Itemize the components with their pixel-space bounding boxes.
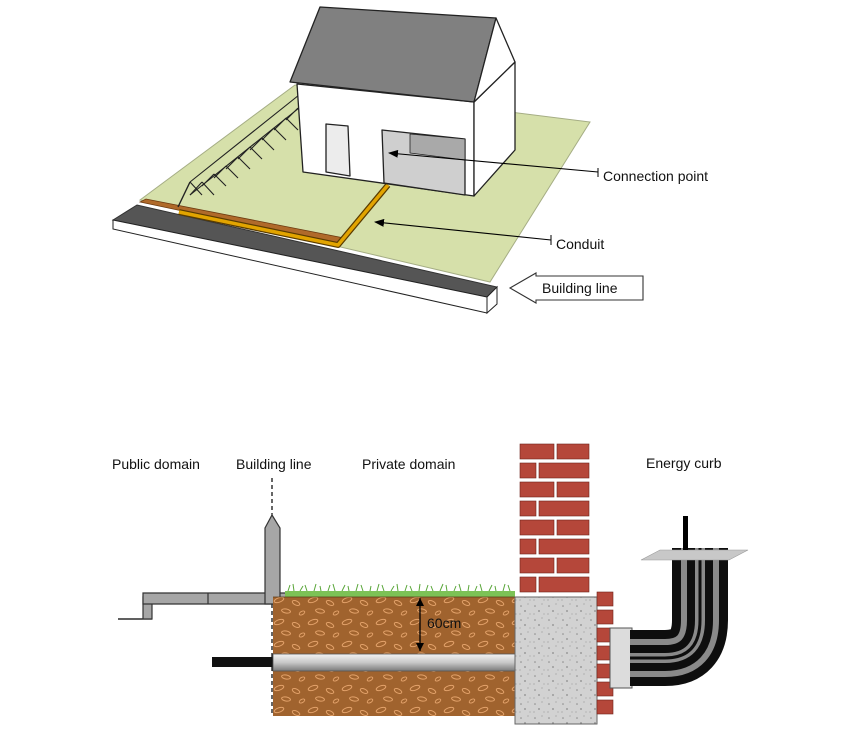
top-leaders [374, 149, 599, 245]
label-building-line-bottom: Building line [236, 456, 312, 472]
ground-plate [640, 549, 749, 561]
concrete-foundation [514, 596, 598, 725]
conduit [178, 183, 391, 248]
curb-end [486, 285, 498, 315]
label-depth: 60cm [427, 615, 461, 631]
cable-conduit-pipe [212, 653, 518, 672]
label-building-line-top: Building line [542, 280, 618, 296]
depth-dimension [416, 598, 424, 651]
cable-end [683, 516, 688, 550]
label-conduit: Conduit [556, 236, 604, 252]
brick-wall [518, 442, 590, 598]
house-roof-gable [473, 17, 516, 103]
fence [177, 94, 300, 208]
label-private-domain: Private domain [362, 456, 455, 472]
label-public-domain: Public domain [112, 456, 200, 472]
brick-strip [596, 591, 614, 715]
energy-curb-bend [630, 548, 728, 686]
wall-bushing [609, 627, 633, 689]
grass [285, 583, 515, 598]
label-connection-point: Connection point [603, 168, 708, 184]
house-door [325, 123, 351, 177]
building-line-arrow [508, 272, 644, 304]
top-diagram: Connection point Conduit Building line [111, 6, 708, 315]
sidewalk-profile [118, 513, 287, 620]
label-energy-curb: Energy curb [646, 455, 722, 471]
curb-post [264, 513, 281, 605]
bottom-diagram: Public domain Building line Private doma… [112, 442, 749, 725]
house [289, 6, 516, 197]
